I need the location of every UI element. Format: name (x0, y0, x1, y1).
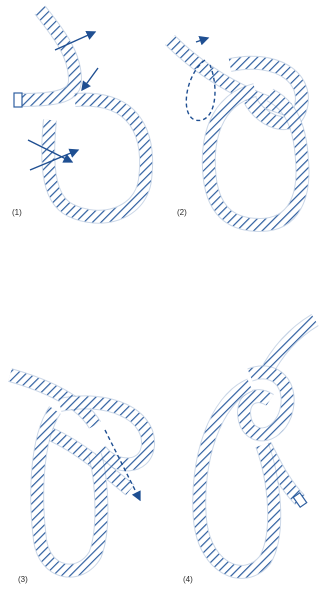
rope-standing-end (265, 320, 315, 375)
rope-standing-end (20, 10, 75, 100)
step-label: (4) (183, 575, 193, 584)
rope-loop (199, 385, 274, 572)
rope-small-loop (60, 402, 148, 464)
arrow-icon (82, 68, 98, 90)
step-3-figure: (3) (10, 375, 148, 584)
rope-loop (37, 410, 101, 571)
step-label: (3) (18, 575, 28, 584)
arrow-icon (196, 38, 208, 42)
step-label: (1) (12, 208, 22, 217)
step-1-figure: (1) (12, 10, 146, 217)
step-4-figure: (4) (183, 320, 315, 584)
step-2-figure: (2) (170, 38, 303, 225)
step-label: (2) (177, 208, 187, 217)
rope-end-cap (14, 93, 22, 107)
